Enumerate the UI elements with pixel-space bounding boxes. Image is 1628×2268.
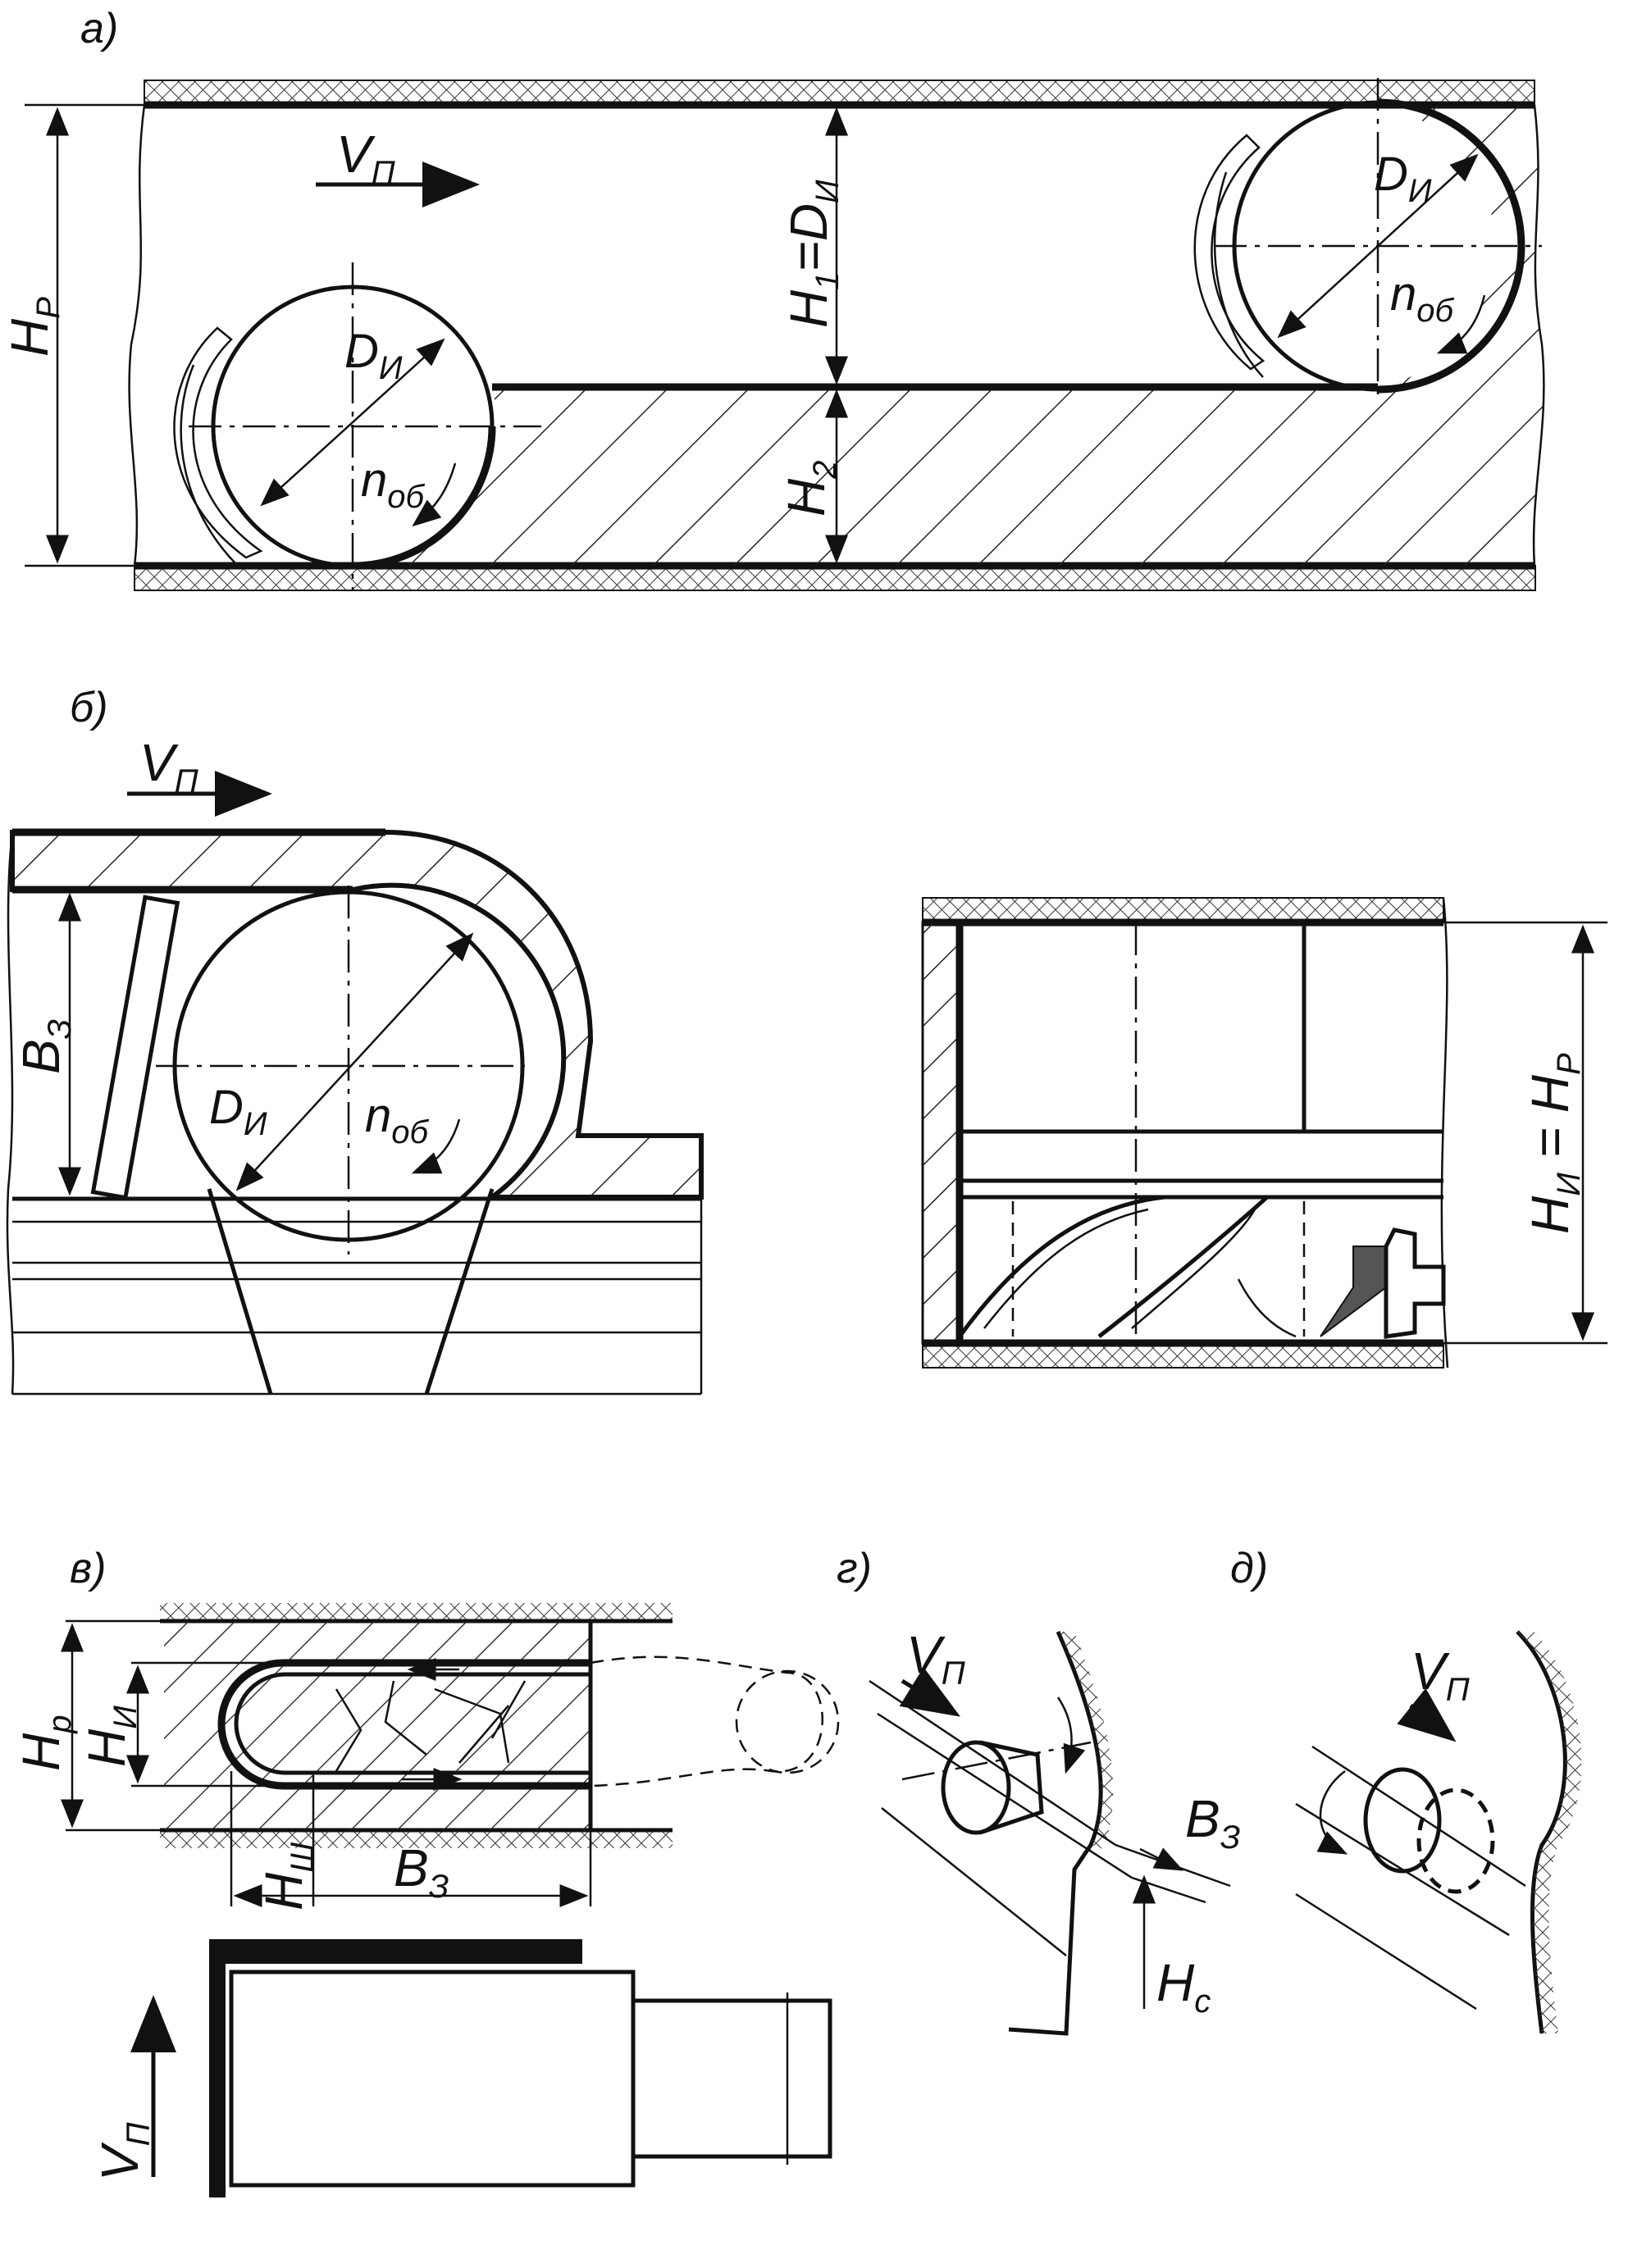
panel-a-letter: а) — [80, 5, 118, 52]
panel-a-floor-strip — [134, 565, 1536, 591]
panel-a-left-break-line — [128, 104, 146, 567]
panel-a-right-drum: DИ nоб — [1193, 78, 1542, 402]
panel-v: в) Hр HИ BЗ HШ VП — [11, 1545, 840, 2197]
panel-a-right-n-label: nоб — [1390, 267, 1455, 329]
panel-d-velocity-arrow — [1397, 1687, 1457, 1742]
panel-b-velocity-label: VП — [139, 733, 199, 799]
panel-d-cutter-disc-back — [1416, 1788, 1495, 1894]
panel-a-left-n-label: nоб — [361, 453, 426, 515]
panel-v-hp-label: Hр — [11, 1715, 78, 1771]
panel-v-floor-strip — [160, 1830, 673, 1848]
panel-a-seam-section — [353, 105, 1544, 567]
panel-v-machine-shaft — [631, 1998, 832, 2159]
panel-g: г) VП BЗ Hс — [837, 1545, 1240, 2036]
panel-d-rock-hatch — [1517, 1632, 1582, 2033]
panel-g-bz-dim — [1139, 1847, 1184, 1871]
panel-v-bz-label: BЗ — [394, 1838, 449, 1905]
panel-b-ranging-arm — [207, 1188, 495, 1395]
panel-a-roof-strip — [144, 80, 1535, 106]
panel-g-bz-label: BЗ — [1185, 1789, 1240, 1856]
panel-a-right-break-line — [1532, 104, 1545, 567]
panel-v-hi-label: HИ — [77, 1706, 144, 1767]
panel-g-velocity-label: VП — [906, 1625, 966, 1692]
panel-g-rock-hatch — [1058, 1632, 1114, 1849]
panel-b-right-floor-strip — [922, 1342, 1444, 1369]
panel-a-right-d-label: DИ — [1374, 148, 1432, 209]
panel-b-conveyor — [6, 831, 703, 1396]
panel-b-right-chain-guide — [1384, 1227, 1446, 1339]
panel-a-h2-label: H2 — [777, 461, 843, 517]
panel-b-right-auger — [957, 1195, 1306, 1338]
panel-a-velocity-label: VП — [336, 125, 396, 191]
panel-g-letter: г) — [837, 1545, 872, 1592]
panel-d-cutter-disc-front — [1363, 1767, 1442, 1874]
panel-b-drum: DИ nоб — [156, 886, 525, 1255]
panel-b-cowl-section — [10, 830, 704, 1200]
panel-d-velocity-label: VП — [1411, 1642, 1471, 1708]
panel-b-right-cutter-tooth — [1320, 1246, 1387, 1337]
panel-v-hsh-label: HШ — [254, 1842, 321, 1910]
panel-v-machine-body — [229, 1970, 636, 2188]
panel-b-letter: б) — [70, 684, 108, 731]
panel-v-roof-strip — [160, 1603, 673, 1621]
panel-b-hi-label: HИ = HР — [1521, 1053, 1587, 1234]
panel-b-n-label: nоб — [365, 1089, 430, 1150]
panel-g-cutter-head — [941, 1740, 1011, 1835]
panel-v-seam-section — [164, 1621, 591, 1830]
panel-a-h1-label: H1=DИ — [779, 180, 846, 328]
panel-g-velocity-arrow — [899, 1667, 960, 1717]
panel-b-shield-plate — [90, 895, 180, 1200]
panel-b: б) VП DИ nоб — [6, 684, 704, 1396]
panel-b-bz-label: BЗ — [11, 1019, 78, 1074]
panel-v-letter: в) — [70, 1545, 106, 1592]
panel-a-left-drum: DИ nоб — [173, 262, 541, 590]
panel-v-chain-loop — [217, 1659, 591, 1790]
panel-v-bracket — [209, 1939, 582, 2197]
panel-v-velocity-label: VП — [90, 2121, 157, 2181]
panel-d: д) VП — [1230, 1545, 1582, 2034]
panel-a: а) DИ nоб — [0, 5, 1545, 591]
panel-a-left-d-label: DИ — [344, 325, 403, 386]
panel-a-hp-label: HР — [0, 297, 66, 357]
panel-g-hc-label: Hс — [1156, 1953, 1211, 2020]
panel-d-letter: д) — [1230, 1545, 1268, 1592]
panel-b-d-label: DИ — [209, 1081, 267, 1142]
panel-b-right-roof-strip — [922, 897, 1444, 923]
panel-b-right: HИ = HР — [921, 897, 1607, 1369]
panel-b-right-left-wall — [921, 921, 961, 1345]
panel-v-hidden-outline — [590, 1655, 824, 1788]
